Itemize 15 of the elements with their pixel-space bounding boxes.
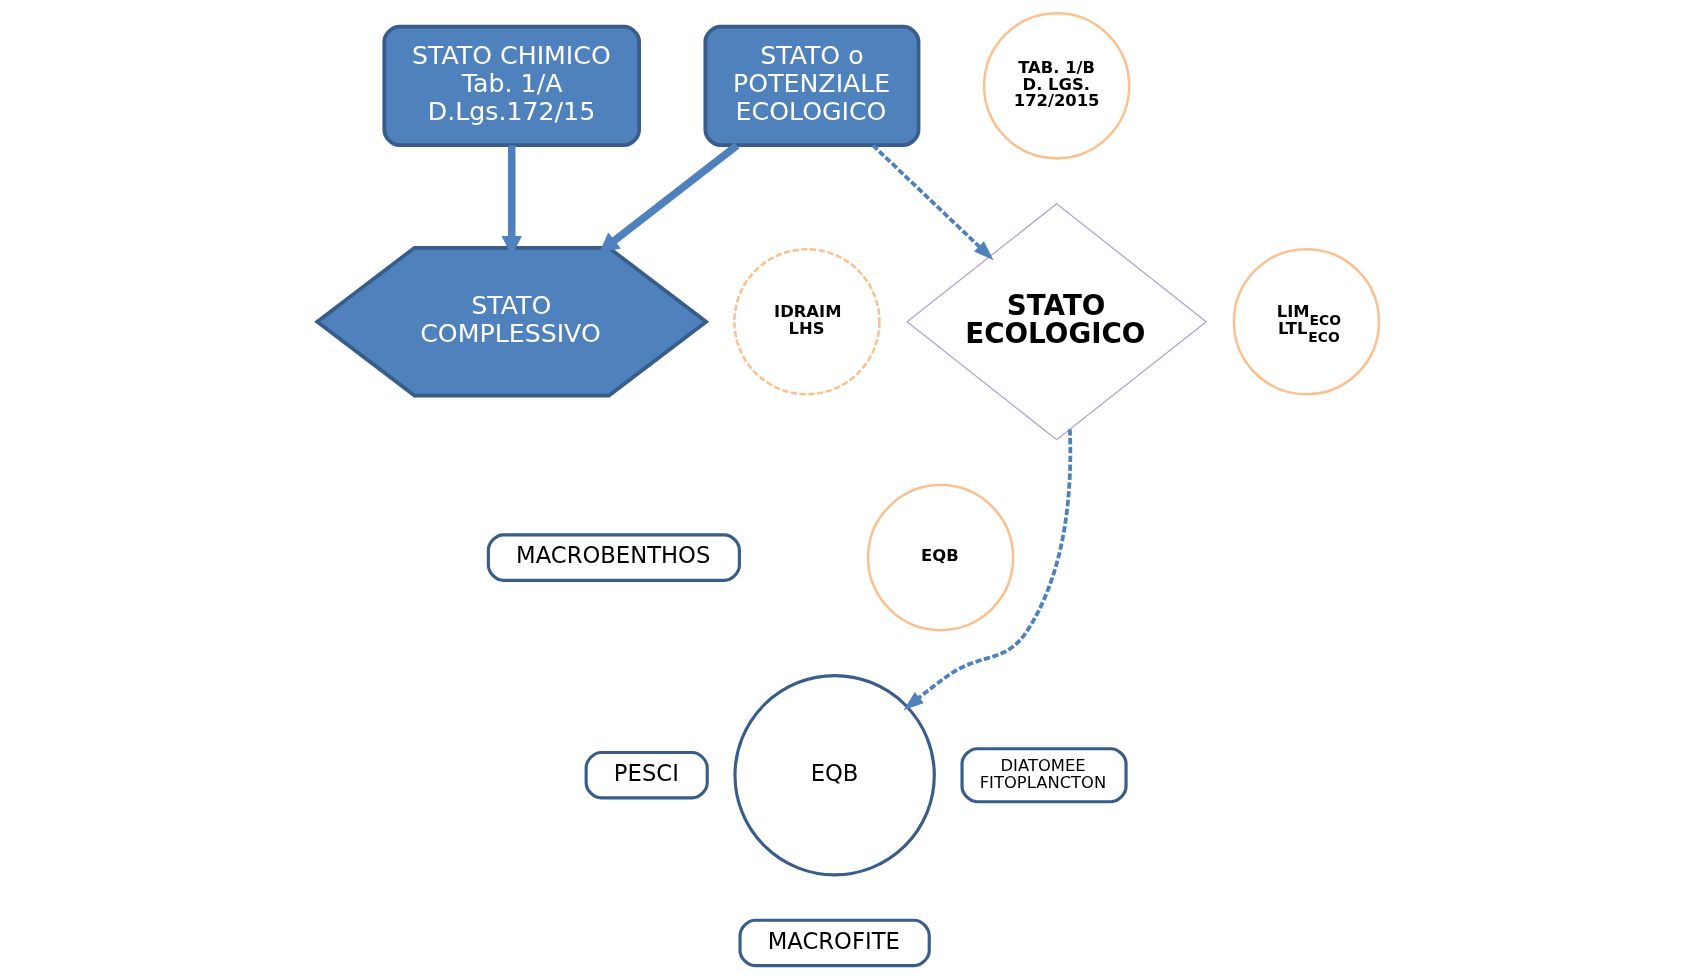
node-box: MACROBENTHOS xyxy=(486,533,741,582)
node-circle: TAB. 1/B D. LGS. 172/2015 xyxy=(982,12,1130,160)
node-box: STATO o POTENZIALE ECOLOGICO xyxy=(702,24,920,147)
node-circle: EQB xyxy=(732,674,936,877)
node-box: DIATOMEE FITOPLANCTON xyxy=(959,747,1128,804)
node-circle: LIM$_{ECO}$ LTL$_{ECO}$ xyxy=(1232,247,1380,396)
node-diamond: STATO ECOLOGICO xyxy=(905,202,1207,441)
node-box: MACROFITE xyxy=(737,918,931,968)
node-circle: EQB xyxy=(866,483,1014,632)
arrow xyxy=(903,429,1072,711)
node-box: PESCI xyxy=(584,750,709,800)
node-circle: IDRAIM LHS xyxy=(732,247,881,396)
arrow xyxy=(598,142,739,253)
node-box: STATO CHIMICO Tab. 1/A D.Lgs.172/15 xyxy=(381,24,641,147)
arrow xyxy=(871,144,994,261)
